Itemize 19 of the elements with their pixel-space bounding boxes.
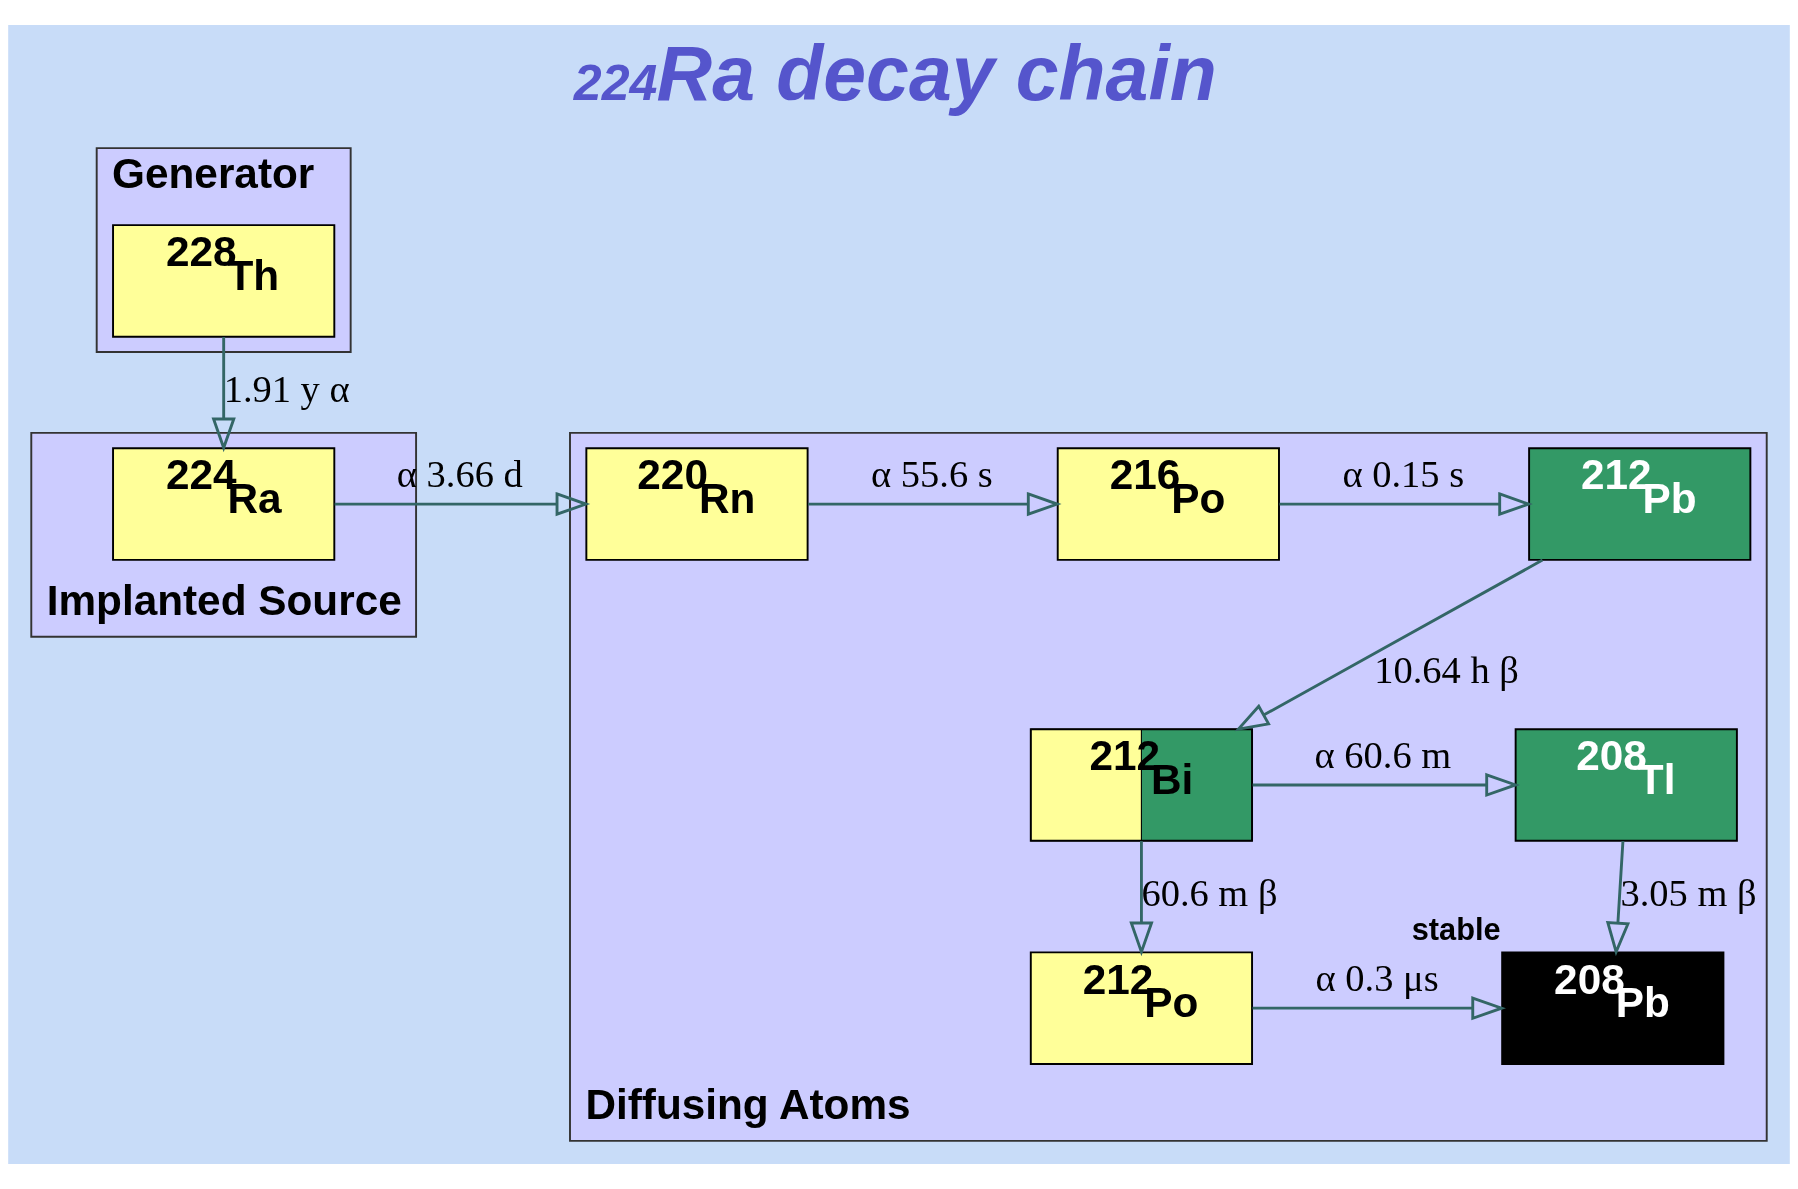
arrow: [211, 337, 236, 453]
edge-label: α 0.15 s: [1342, 452, 1465, 495]
arrow: [1279, 491, 1533, 517]
arrow: [1234, 558, 1544, 732]
node-label: stable: [1411, 912, 1501, 948]
edge-label: 1.91 y α: [223, 368, 350, 411]
arrow: [808, 491, 1062, 517]
edge-label: α 60.6 m: [1314, 733, 1452, 776]
arrow: [1252, 996, 1506, 1021]
edge-label: α 55.6 s: [871, 452, 993, 495]
arrow: [1252, 772, 1520, 798]
diagram-title: 224Ra decay chain: [573, 30, 1217, 117]
edge-label: 10.64 h β: [1374, 649, 1519, 691]
edge-label: 60.6 m β: [1141, 872, 1278, 915]
arrow: [1129, 841, 1154, 957]
arrow: [1605, 841, 1631, 957]
edge-label: 3.05 m β: [1620, 872, 1757, 915]
edge-label: α 0.3 μs: [1315, 956, 1439, 999]
arrow: [334, 491, 591, 517]
